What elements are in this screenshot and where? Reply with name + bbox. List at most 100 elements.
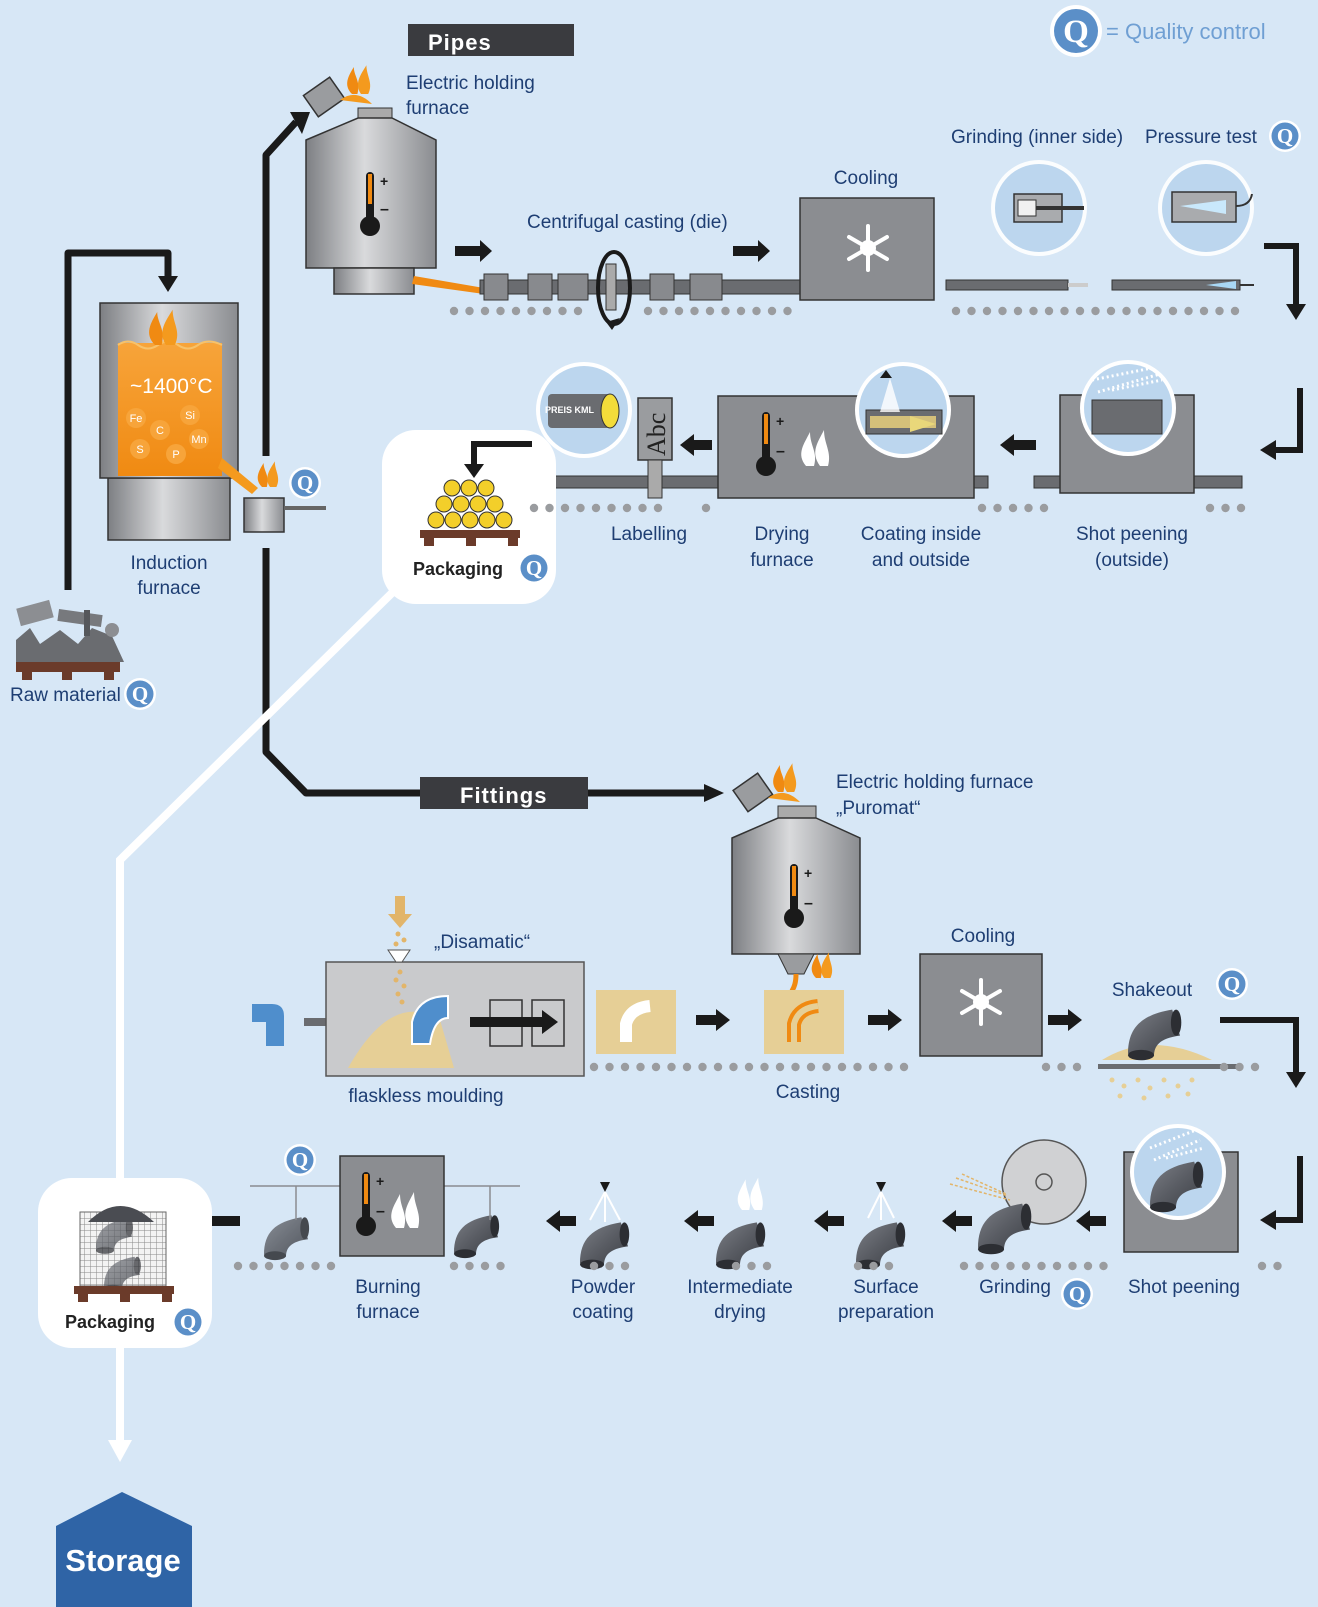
raw-material-icon: [16, 599, 124, 680]
roller-dot: [993, 503, 1002, 513]
roller-dot: [1215, 306, 1224, 316]
roller-dot: [791, 1062, 800, 1072]
arrow-to-coating: [1000, 434, 1036, 456]
roller-dot: [682, 1062, 692, 1072]
roller-dot: [1072, 1062, 1082, 1072]
burning-furnace-label-1: Burning: [355, 1277, 421, 1298]
intermediate-drying: [716, 1177, 766, 1270]
svg-text:Mn: Mn: [191, 434, 206, 446]
labelling-station: Abc PREIS KML: [536, 362, 673, 499]
fittings-turn-arrow: [1220, 1017, 1303, 1223]
storage-building: Storage: [56, 1492, 192, 1607]
roller-dot: [853, 1261, 863, 1271]
fittings-cooling: [919, 953, 1043, 1057]
pipes-holding-furnace-label-2: furnace: [406, 98, 469, 119]
pipes-cooling: [799, 197, 935, 301]
svg-text:–: –: [376, 1203, 385, 1220]
puromat-label-1: Electric holding furnace: [836, 772, 1034, 793]
q-badge-burning: [284, 1144, 316, 1176]
roller-dot: [1250, 1062, 1260, 1072]
drying-furnace-label-1: Drying: [755, 524, 810, 545]
q-badge-induction: [289, 467, 321, 499]
roller-dot: [667, 1062, 676, 1072]
surface-preparation: [856, 1182, 906, 1270]
casting-label: Casting: [776, 1082, 840, 1103]
pipes-header: Pipes: [408, 24, 574, 56]
roller-dot: [1037, 1261, 1046, 1271]
drying-furnace-label-2: furnace: [750, 550, 813, 571]
roller-dot: [698, 1062, 707, 1072]
induction-furnace-label-line1: Induction: [130, 553, 207, 574]
roller-dot: [1039, 503, 1049, 513]
roller-dot: [1052, 1261, 1062, 1271]
powder-coating-label-2: coating: [572, 1302, 633, 1323]
powder-coating-label-1: Powder: [571, 1277, 636, 1298]
roller-dot: [605, 1261, 614, 1271]
roller-dot: [1013, 306, 1023, 316]
roller-dot: [1024, 503, 1033, 513]
roller-dot: [736, 306, 746, 316]
roller-dot: [311, 1261, 320, 1271]
to-pipes-line: [262, 119, 299, 456]
roller-track-pipes-bottom: [529, 503, 1246, 513]
svg-text:–: –: [804, 895, 813, 912]
sand-mould-cast: [764, 990, 844, 1054]
roller-dot: [1236, 503, 1246, 513]
roller-dot: [977, 503, 987, 513]
pressure-test-detail: [1158, 160, 1254, 256]
roller-dot: [1044, 306, 1054, 316]
svg-text:Fittings: Fittings: [460, 783, 547, 808]
fittings-shot-peening-label: Shot peening: [1128, 1277, 1240, 1298]
roller-dot: [620, 1062, 630, 1072]
burning-furnace-label-2: furnace: [356, 1302, 419, 1323]
coating-label-2: and outside: [872, 550, 970, 571]
pipes-row2-turn: [1272, 388, 1303, 453]
roller-dot: [705, 306, 715, 316]
roller-dot: [529, 503, 539, 513]
roller-dot: [636, 1062, 645, 1072]
svg-text:C: C: [156, 425, 164, 437]
svg-text:Storage: Storage: [65, 1543, 180, 1578]
roller-track-pipes-top: [449, 306, 1240, 316]
roller-dot: [1083, 1261, 1093, 1271]
pipes-turn-arrow: [1264, 243, 1299, 306]
roller-dot: [651, 1062, 661, 1072]
roller-dot: [638, 503, 647, 513]
pipes-holding-furnace-label-1: Electric holding: [406, 73, 535, 94]
grinding-label: Grinding: [979, 1277, 1051, 1298]
roller-dot: [783, 306, 792, 316]
thermometer-icon: + –: [756, 412, 785, 476]
roller-dot: [1137, 306, 1147, 316]
puromat-label-2: „Puromat“: [836, 798, 920, 819]
grinding-inner-detail: [991, 160, 1087, 256]
roller-dot: [674, 306, 684, 316]
roller-dot: [721, 306, 730, 316]
shot-peening-outside-label-2: (outside): [1095, 550, 1169, 571]
q-badge-grinding: [1061, 1278, 1093, 1310]
roller-dot: [449, 1261, 459, 1271]
thermometer-icon: + –: [356, 1172, 385, 1236]
svg-text:+: +: [380, 173, 388, 189]
roller-dot: [545, 503, 554, 513]
roller-dot: [511, 306, 521, 316]
roller-dot: [1273, 1261, 1282, 1271]
fittings-packaging: Packaging: [38, 1178, 212, 1348]
svg-text:Pipes: Pipes: [428, 30, 492, 55]
roller-dot: [1091, 306, 1100, 316]
roller-dot: [713, 1062, 723, 1072]
roller-dot: [249, 1261, 258, 1271]
svg-text:Si: Si: [185, 410, 195, 422]
roller-dot: [1221, 503, 1230, 513]
fittings-cooling-label: Cooling: [951, 926, 1015, 947]
roller-dot: [762, 1261, 772, 1271]
roller-dot: [591, 503, 601, 513]
to-fittings-line: [262, 548, 420, 797]
furnace-temperature: ~1400°C: [130, 375, 213, 398]
shot-peening-outside-label-1: Shot peening: [1076, 524, 1188, 545]
fittings-grinding: [949, 1139, 1087, 1255]
roller-dot: [465, 306, 474, 316]
sand-grains: [393, 931, 407, 1005]
roller-dot: [605, 1062, 614, 1072]
roller-dot: [975, 1261, 984, 1271]
snowflake-icon: [847, 224, 889, 272]
